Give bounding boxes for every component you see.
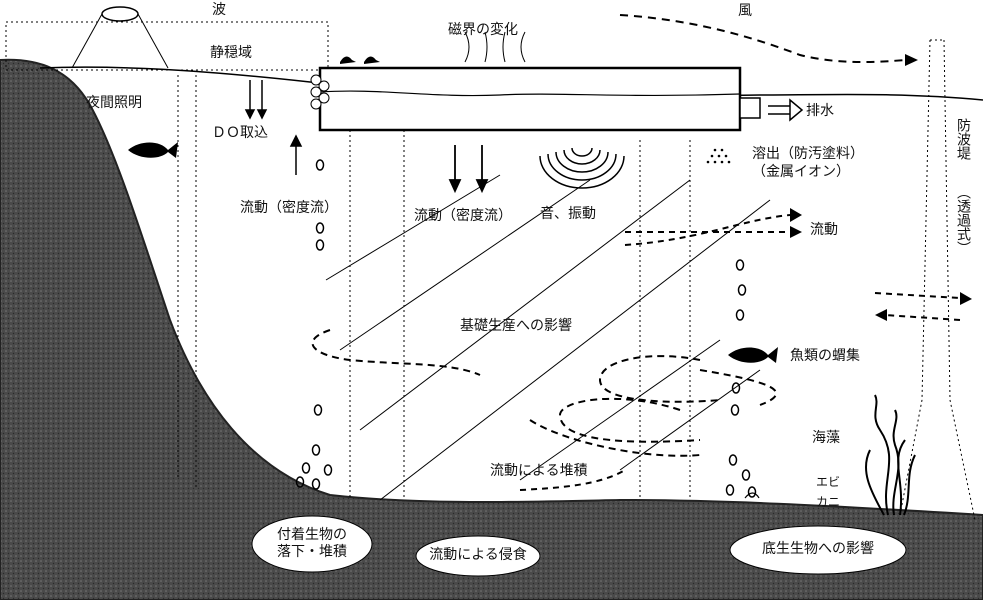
magnetic-change-label: 磁界の変化 (448, 22, 518, 38)
seaweed-icon (865, 394, 916, 516)
attached-fall-oval (251, 515, 373, 573)
right-flow-arrows (624, 214, 791, 246)
upward-flow-arrow (289, 134, 303, 175)
erosion-label: 流動による侵食 (429, 547, 527, 563)
erosion-oval (415, 535, 541, 577)
drainage-arrow (768, 98, 804, 122)
deposition-flow (519, 469, 626, 491)
shrimp-label: エビ (816, 475, 841, 489)
do-intake-label: ＤＯ取込 (212, 125, 268, 141)
crab-label: カニ (816, 495, 841, 509)
bubbles-left (295, 159, 333, 490)
floating-structure (310, 66, 761, 132)
night-light (71, 6, 169, 69)
flow-right-label: 流動 (810, 222, 838, 238)
breakwater (899, 39, 976, 521)
wind-label: 風 (738, 3, 752, 19)
fish-gathering-icon (728, 347, 778, 363)
calm-area-box (5, 21, 329, 71)
elution-dots (706, 148, 731, 164)
breakwater-label: 防波堤 (955, 118, 971, 160)
metal-ions-label: （金属イオン） (752, 164, 850, 180)
sound-wave-icon (539, 147, 625, 189)
benthic-impact-label: 底生生物への影響 (762, 541, 874, 557)
deposition-label: 流動による堆積 (490, 463, 588, 479)
magnetic-field-lines (464, 31, 526, 63)
primary-production-diagonals (325, 174, 771, 501)
sound-vibration-label: 音、振動 (540, 206, 596, 222)
eddy-right (529, 355, 777, 457)
elution-label: 溶出（防汚塗料） (752, 146, 864, 162)
calm-area-label: 静穏域 (210, 45, 252, 61)
drainage-label: 排水 (806, 103, 834, 119)
fish-icon (128, 142, 178, 158)
attached-fall-line2: 落下・堆積 (277, 544, 347, 560)
wave-label: 波 (212, 2, 226, 18)
eddy-left (311, 329, 481, 376)
attached-fall-line1: 付着生物の (277, 527, 347, 543)
bubbles-right (725, 259, 757, 498)
flow-density-left-label: 流動（密度流） (240, 200, 338, 216)
birds-icon (340, 56, 380, 64)
benthic-oval (729, 525, 907, 575)
breakwater-type-label: （透過式） (955, 185, 971, 255)
shrimp-crab-icon (744, 492, 760, 499)
do-intake-arrows (244, 80, 268, 120)
primary-production-label: 基礎生産への影響 (460, 318, 572, 334)
seabed (0, 58, 983, 601)
breakwater-flow-arrows (874, 292, 961, 321)
seaweed-label: 海藻 (812, 430, 840, 446)
attached-fall-label: 付着生物の 落下・堆積 (262, 527, 362, 561)
night-lighting-label: 夜間照明 (86, 95, 142, 111)
wind-arrow (619, 14, 918, 66)
flow-density-mid-label: 流動（密度流） (414, 208, 512, 224)
fish-gathering-label: 魚類の蝟集 (790, 348, 860, 364)
downward-flow-arrows (448, 145, 489, 194)
